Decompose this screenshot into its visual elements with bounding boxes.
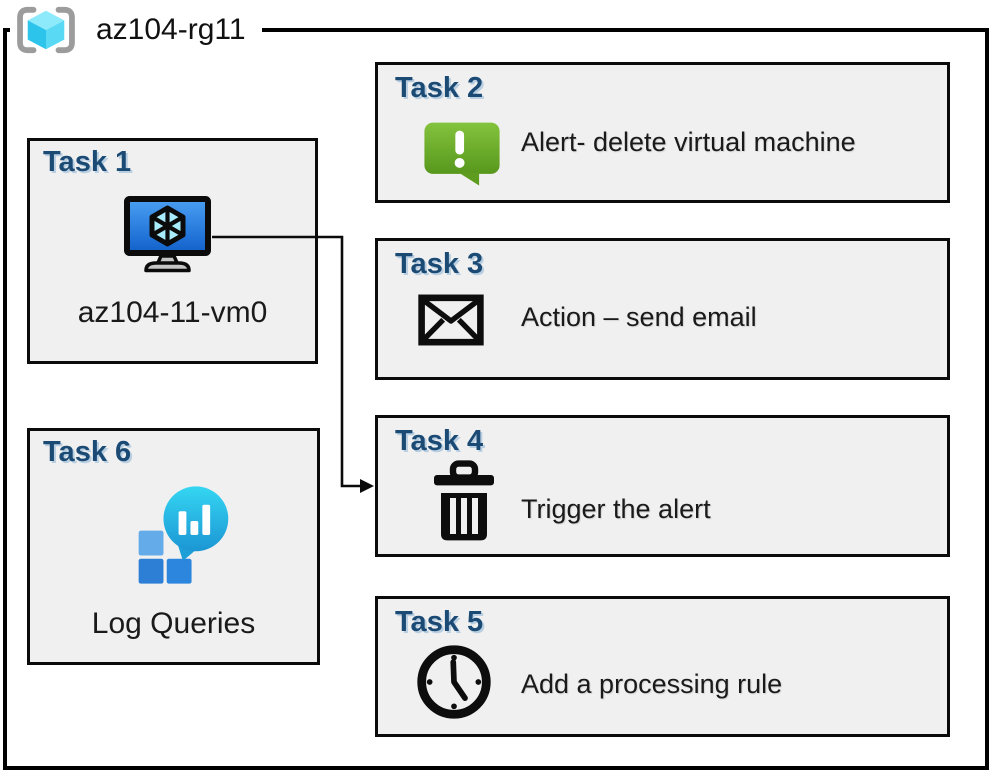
cube-glyph xyxy=(149,205,186,247)
resource-group-icon xyxy=(17,6,75,54)
resource-group-boundary xyxy=(3,28,989,770)
task-6-title: Task 6 xyxy=(43,436,132,468)
task-1-caption: az104-11-vm0 xyxy=(77,296,268,329)
task-5-box: Task 5 Add a processing rule xyxy=(375,596,950,737)
task-3-box: Task 3 Action – send email xyxy=(375,238,950,380)
resource-group-header: az104-rg11 xyxy=(10,2,262,58)
task-4-box: Task 4 Trigger the alert xyxy=(375,415,950,557)
task-4-title: Task 4 xyxy=(395,425,484,457)
clock-icon xyxy=(417,645,491,719)
email-icon xyxy=(418,294,484,346)
task-3-title: Task 3 xyxy=(395,248,484,280)
task-5-title: Task 5 xyxy=(395,606,484,638)
task-4-label: Trigger the alert xyxy=(521,494,711,524)
log-queries-icon xyxy=(138,486,229,584)
task-2-box: Task 2 Alert- delete virtual machine xyxy=(375,62,950,203)
trash-icon xyxy=(434,460,494,541)
task-6-box: Task 6 Log Queries xyxy=(27,428,320,665)
task-1-box: Task 1 az104-11-vm0 xyxy=(27,138,318,364)
task-5-label: Add a processing rule xyxy=(521,669,783,699)
task-6-caption: Log Queries xyxy=(91,607,256,640)
resource-group-name: az104-rg11 xyxy=(96,13,246,46)
task-2-label: Alert- delete virtual machine xyxy=(521,127,856,157)
task-1-title: Task 1 xyxy=(43,146,132,178)
task-3-label: Action – send email xyxy=(521,302,757,332)
virtual-machine-icon xyxy=(124,196,211,273)
alert-icon xyxy=(424,122,500,186)
task-2-title: Task 2 xyxy=(395,72,484,104)
